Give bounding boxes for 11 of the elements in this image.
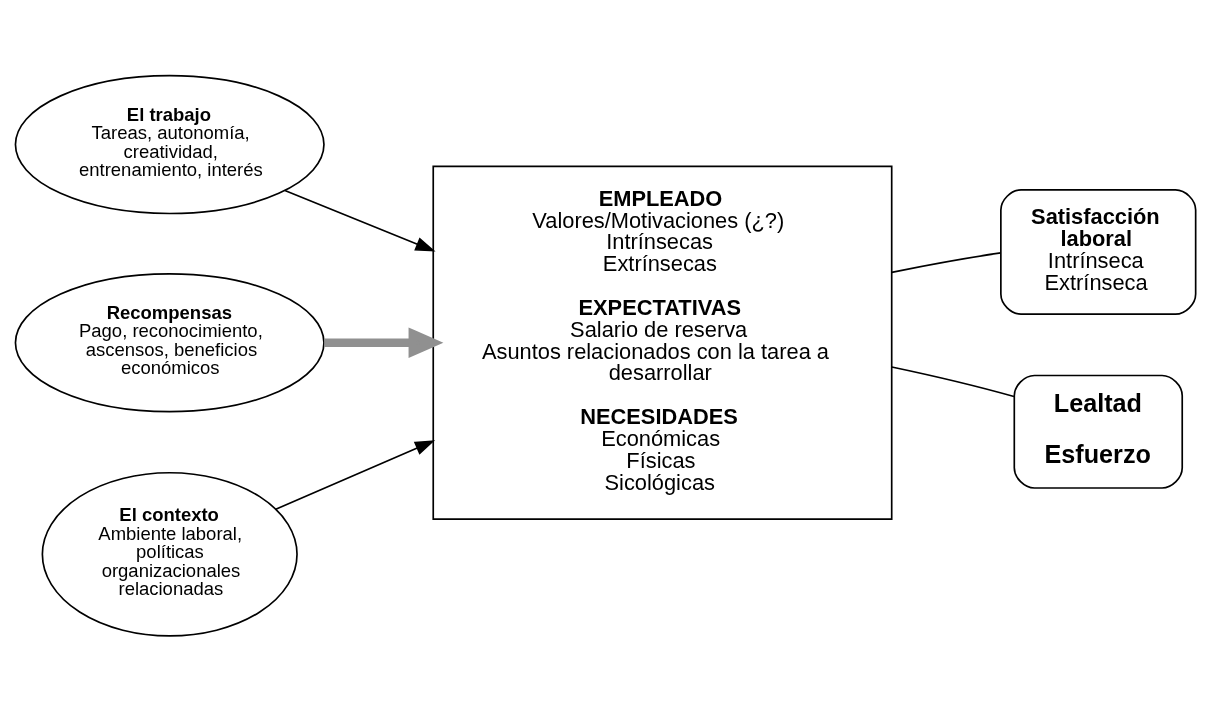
arrow	[284, 189, 436, 252]
node-box: Lealtad Esfuerzo	[1013, 374, 1184, 489]
node-ellipse: El contexto Ambiente laboral, políticas organizacionales relacionadas	[41, 471, 298, 637]
connector	[890, 251, 1002, 273]
node-box: EMPLEADO Valores/Motivaciones (¿?) Intrínsecas Extrínsecas EXPECTATIVAS Salario de reserva Asuntos relacionados con la tarea a desarrollar NECESIDADES Económicas Físicas Sicológicas	[432, 165, 893, 520]
arrow	[274, 439, 436, 510]
node-ellipse: El trabajo Tareas, autonomía, creatividad, entrenamiento, interés	[14, 74, 325, 214]
node-ellipse: Recompensas Pago, reconocimiento, ascensos, beneficios económicos	[14, 272, 325, 412]
node-box: Satisfacción laboral Intrínseca Extrínseca	[1000, 188, 1197, 315]
arrow	[324, 327, 444, 358]
connector	[890, 365, 1015, 397]
